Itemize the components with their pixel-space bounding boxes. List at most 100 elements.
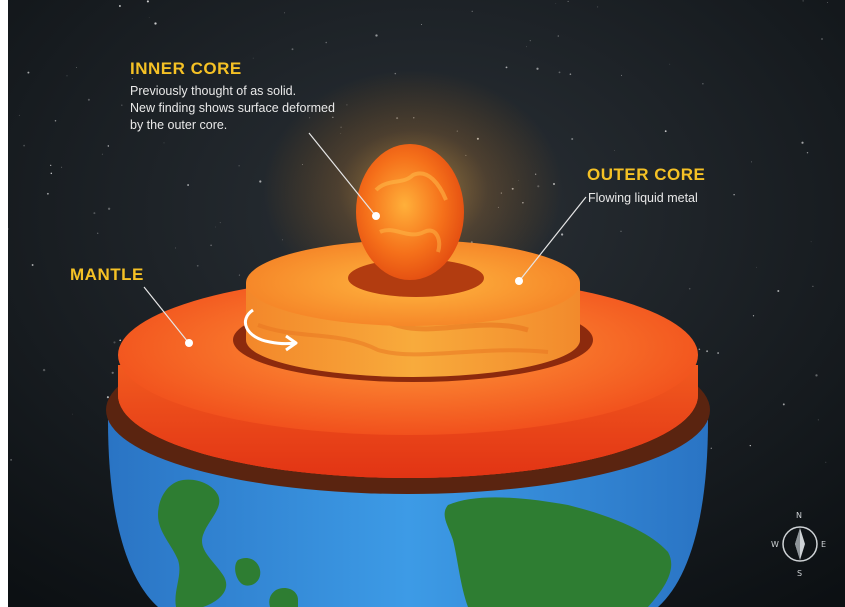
star bbox=[23, 144, 25, 147]
star bbox=[749, 444, 751, 447]
star bbox=[420, 23, 423, 26]
star bbox=[50, 172, 53, 175]
star bbox=[812, 285, 814, 287]
outer-core-marker bbox=[515, 277, 523, 285]
star bbox=[526, 46, 527, 48]
star bbox=[106, 396, 109, 399]
compass-north: N bbox=[796, 511, 802, 520]
inner-core-desc-line-2: New finding shows surface deformed bbox=[130, 101, 335, 115]
star bbox=[505, 66, 508, 69]
outer-core-leader-line bbox=[519, 196, 587, 281]
star bbox=[291, 48, 294, 51]
star bbox=[111, 371, 114, 374]
star bbox=[557, 35, 560, 37]
inner-core-marker bbox=[372, 212, 380, 220]
star bbox=[597, 6, 599, 8]
star bbox=[815, 374, 818, 377]
star bbox=[131, 78, 133, 80]
star bbox=[107, 145, 109, 147]
star bbox=[536, 67, 539, 70]
star bbox=[801, 141, 804, 144]
star bbox=[61, 166, 63, 168]
star bbox=[119, 339, 122, 342]
star bbox=[620, 74, 622, 76]
star bbox=[733, 194, 735, 196]
star bbox=[827, 2, 828, 3]
star bbox=[555, 3, 557, 4]
inner-core-leader-line bbox=[308, 132, 376, 216]
star bbox=[560, 233, 564, 236]
compass-south: S bbox=[797, 569, 803, 578]
star bbox=[8, 228, 9, 230]
star bbox=[802, 0, 804, 2]
star bbox=[284, 12, 286, 14]
star bbox=[558, 71, 561, 74]
star bbox=[698, 348, 701, 351]
star bbox=[471, 10, 473, 12]
earth-cutaway-art bbox=[8, 0, 845, 607]
star bbox=[118, 5, 121, 7]
earth-layers-illustration: INNER CORE Previously thought of as soli… bbox=[8, 0, 845, 607]
compass-rose: N S E W bbox=[765, 508, 835, 580]
star bbox=[113, 341, 116, 344]
compass-icon bbox=[782, 526, 818, 562]
star bbox=[702, 83, 704, 85]
star bbox=[238, 165, 240, 167]
star bbox=[756, 266, 757, 268]
mantle-marker bbox=[185, 339, 193, 347]
star bbox=[620, 230, 622, 232]
star bbox=[54, 119, 57, 122]
mantle-leader-line bbox=[143, 286, 189, 343]
star bbox=[46, 192, 49, 195]
star bbox=[31, 264, 34, 266]
star bbox=[75, 67, 77, 69]
outer-core-description: Flowing liquid metal bbox=[588, 190, 698, 207]
star bbox=[688, 287, 691, 290]
star bbox=[238, 274, 240, 276]
star bbox=[50, 164, 52, 166]
star bbox=[259, 180, 262, 183]
star bbox=[571, 137, 574, 141]
star bbox=[252, 57, 254, 59]
star bbox=[101, 153, 103, 155]
star bbox=[93, 212, 96, 215]
star bbox=[806, 152, 809, 154]
inner-core-desc-line-3: by the outer core. bbox=[130, 118, 228, 132]
star bbox=[174, 247, 177, 249]
star bbox=[750, 161, 753, 163]
star bbox=[154, 22, 157, 25]
star bbox=[146, 0, 149, 3]
outer-core-desc-line-1: Flowing liquid metal bbox=[588, 191, 698, 205]
star bbox=[27, 71, 30, 74]
star bbox=[325, 41, 327, 44]
inner-core-desc-line-1: Previously thought of as solid. bbox=[130, 84, 297, 98]
star bbox=[664, 130, 667, 133]
star bbox=[567, 0, 569, 2]
star bbox=[210, 244, 212, 247]
star bbox=[219, 222, 221, 224]
star bbox=[710, 447, 712, 449]
inner-core-description: Previously thought of as solid. New find… bbox=[130, 83, 335, 134]
star bbox=[97, 232, 99, 234]
star bbox=[782, 403, 785, 406]
star bbox=[706, 350, 709, 353]
rotation-arrow bbox=[243, 308, 295, 346]
star bbox=[107, 207, 111, 210]
star bbox=[18, 114, 20, 116]
star bbox=[752, 315, 755, 317]
star bbox=[679, 193, 681, 195]
star bbox=[820, 37, 824, 41]
star bbox=[529, 39, 531, 42]
star bbox=[148, 17, 150, 18]
mantle-title: MANTLE bbox=[70, 265, 144, 284]
outer-core-title: OUTER CORE bbox=[587, 165, 706, 184]
star bbox=[717, 352, 719, 354]
star bbox=[614, 150, 616, 151]
star bbox=[569, 73, 572, 75]
star bbox=[810, 241, 812, 243]
star bbox=[66, 75, 68, 77]
star bbox=[817, 419, 819, 421]
star bbox=[163, 142, 165, 144]
star bbox=[42, 368, 46, 372]
star bbox=[187, 184, 190, 186]
